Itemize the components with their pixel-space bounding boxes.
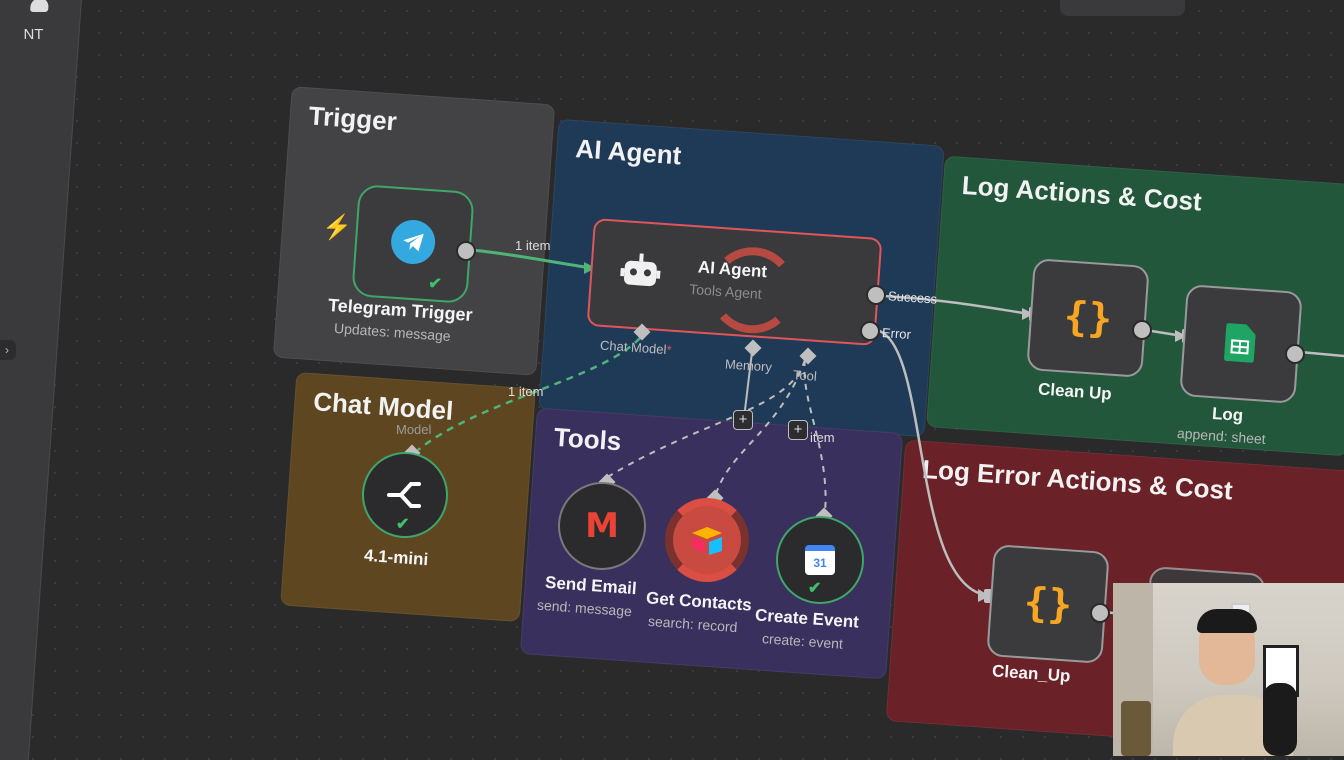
success-output-port[interactable] — [866, 285, 886, 305]
create-event-node[interactable]: 31 ✔ — [776, 516, 864, 604]
user-icon[interactable] — [30, 0, 50, 12]
chat-model-group-title: Chat Model — [312, 386, 455, 426]
telegram-output-port[interactable] — [456, 241, 476, 261]
gmail-icon: M — [585, 506, 619, 546]
log-sheet-node[interactable] — [1179, 284, 1303, 404]
success-check-icon: ✔ — [427, 275, 443, 294]
cleanup-code-node[interactable]: {} — [1026, 258, 1150, 378]
ai-agent-group-title: AI Agent — [574, 133, 683, 171]
tool-items-label: item — [810, 430, 835, 445]
log-label: Log — [1211, 403, 1244, 426]
success-check-icon: ✔ — [808, 580, 822, 597]
cleanup-err-code-node[interactable]: {} — [986, 544, 1110, 664]
model-items-label: 1 item — [508, 384, 544, 399]
person-hair — [1197, 609, 1257, 633]
top-toolbar — [1060, 0, 1185, 16]
send-email-node[interactable]: M — [558, 482, 646, 570]
tools-group-title: Tools — [553, 421, 623, 457]
google-sheets-icon — [1223, 323, 1256, 363]
airtable-icon — [692, 527, 722, 555]
openrouter-icon — [387, 482, 421, 508]
log-output-port[interactable] — [1285, 344, 1305, 364]
code-braces-icon: {} — [1022, 579, 1074, 629]
openai-model-node[interactable]: ✔ — [362, 452, 448, 538]
get-contacts-node[interactable] — [665, 498, 749, 582]
error-output-label: Error — [881, 325, 912, 342]
cleanup-output-port[interactable] — [1132, 320, 1152, 340]
code-braces-icon: {} — [1062, 293, 1114, 343]
memory-port-label: Memory — [724, 356, 773, 375]
microphone — [1263, 683, 1297, 756]
add-tool-button[interactable]: + — [788, 420, 808, 440]
trigger-items-label: 1 item — [515, 238, 551, 253]
add-memory-button[interactable]: + — [733, 410, 753, 430]
success-check-icon: ✔ — [396, 516, 410, 533]
cleanup-err-output-port[interactable] — [1090, 603, 1110, 623]
ai-agent-label: AI Agent — [697, 257, 768, 282]
model-port-label: Model — [396, 422, 432, 437]
error-output-port[interactable] — [860, 321, 880, 341]
shelf-item — [1121, 701, 1151, 756]
tool-port-label: Tool — [792, 367, 818, 384]
cleanup-err-input-port[interactable] — [984, 589, 992, 603]
telegram-trigger-node[interactable]: ✔ — [351, 184, 475, 304]
left-sidebar: NT — [0, 0, 84, 760]
trigger-group-title: Trigger — [307, 100, 398, 137]
sidebar-expand-button[interactable]: › — [0, 340, 16, 360]
ai-agent-node[interactable]: AI Agent Tools Agent — [586, 218, 883, 346]
log-actions-group-title: Log Actions & Cost — [960, 169, 1203, 217]
trigger-bolt-icon: ⚡ — [322, 214, 352, 241]
webcam-overlay — [1113, 583, 1344, 756]
google-calendar-icon: 31 — [805, 545, 835, 575]
telegram-icon — [389, 218, 437, 266]
log-error-group-title: Log Error Actions & Cost — [921, 453, 1234, 506]
sidebar-partial-label: NT — [23, 26, 44, 43]
robot-icon — [620, 253, 661, 287]
